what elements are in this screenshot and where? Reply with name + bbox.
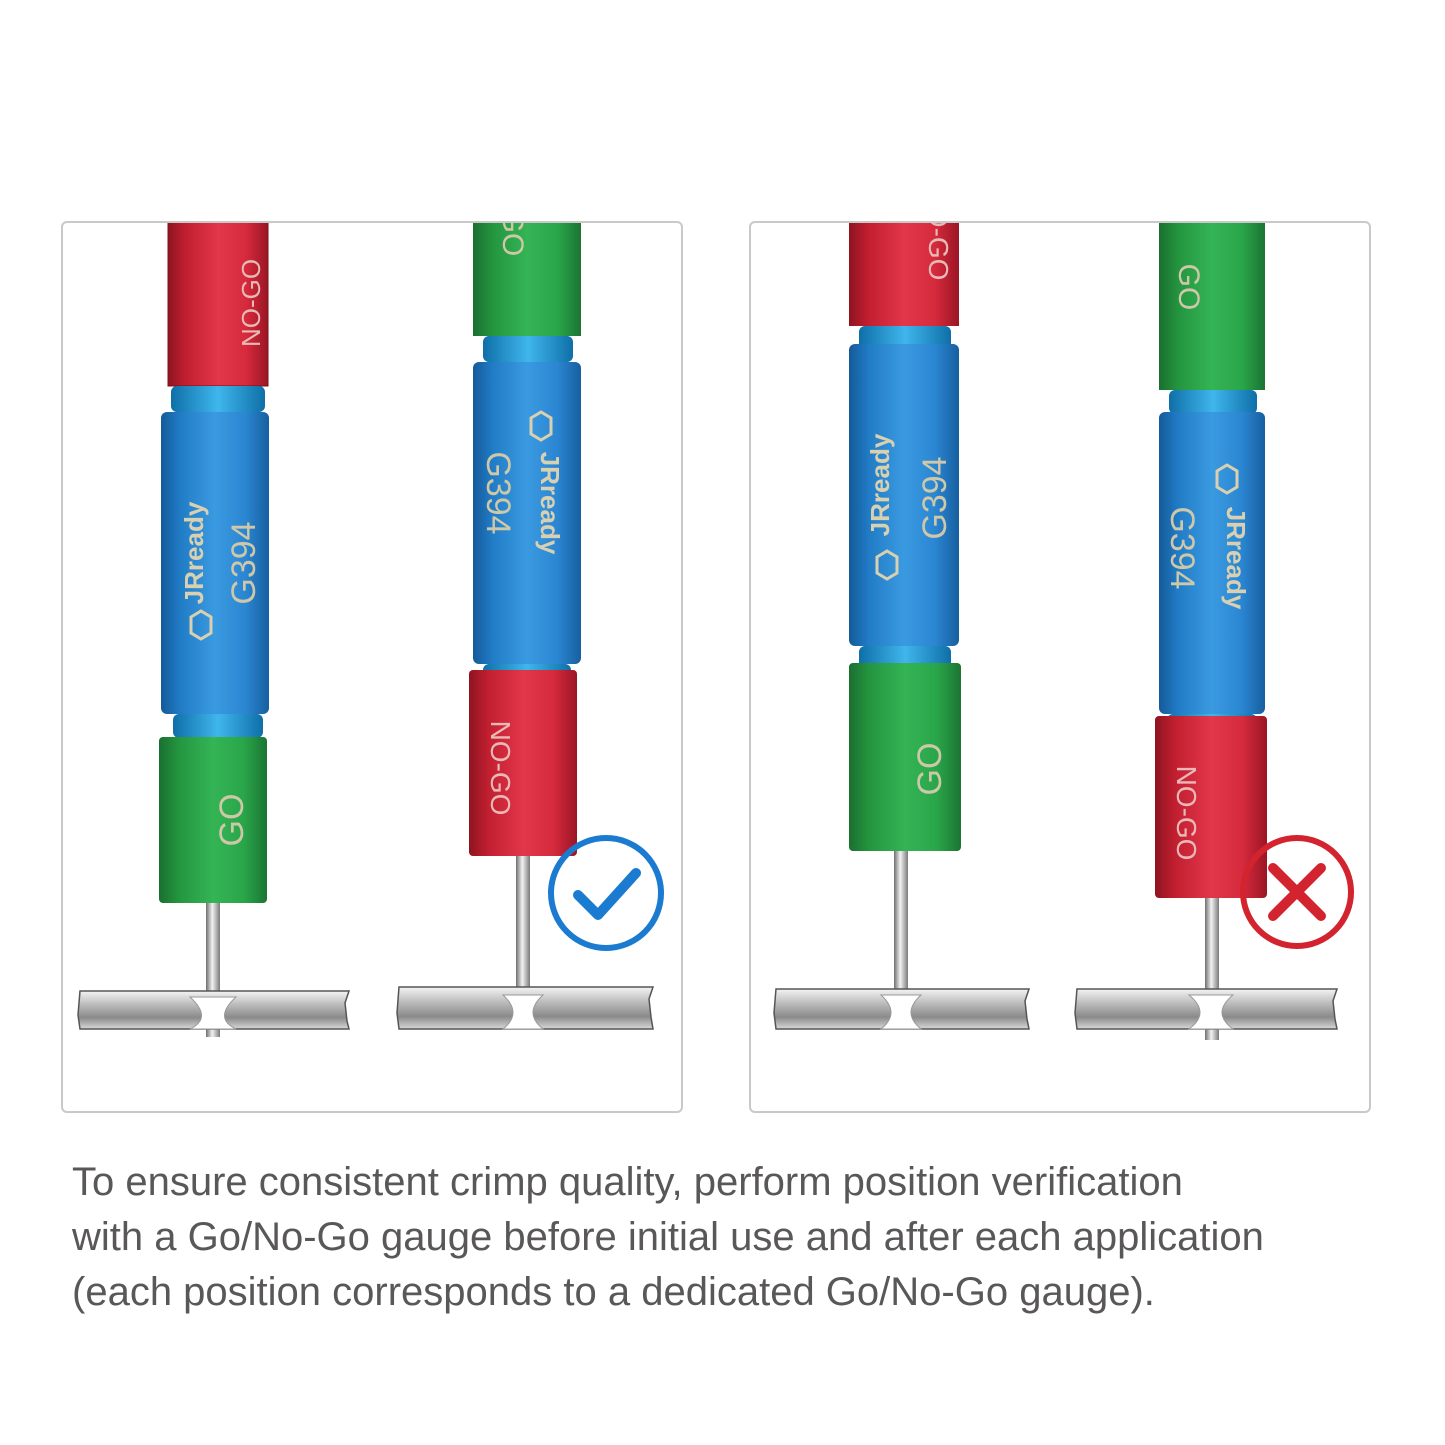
correct-usage-panel: NO-GO G394 JRready GO GO G394 JRready	[61, 221, 683, 1113]
gauge-no-go-enters: GO G394 JRready NO-GO	[1155, 223, 1267, 1040]
no-go-label: NO-GO	[1171, 766, 1202, 861]
terminal-cross-section	[77, 990, 351, 1030]
gauge-go-fits: NO-GO G394 JRready GO	[849, 223, 961, 999]
cross-circle-icon	[1240, 835, 1354, 949]
gauge-pin	[894, 851, 908, 999]
body-handle	[161, 412, 269, 714]
thread	[171, 386, 265, 412]
caption-line: To ensure consistent crimp quality, perf…	[72, 1160, 1183, 1204]
no-go-label: NO-GO	[923, 223, 954, 280]
model-label: G394	[1163, 506, 1201, 589]
model-label: G394	[479, 451, 517, 534]
model-label: G394	[225, 521, 263, 604]
body-handle	[473, 362, 581, 664]
terminal-cross-section	[396, 986, 655, 1030]
thread	[173, 714, 263, 738]
brand-logo-icon	[529, 410, 553, 442]
model-label: G394	[916, 456, 954, 539]
no-go-end	[469, 670, 577, 856]
go-label: GO	[496, 223, 529, 256]
brand-label: JRready	[179, 501, 209, 604]
caption-line: (each position corresponds to a dedicate…	[72, 1270, 1155, 1314]
instruction-caption: To ensure consistent crimp quality, perf…	[72, 1155, 1392, 1320]
terminal-cross-section	[1074, 988, 1339, 1030]
brand-label: JRready	[865, 433, 895, 536]
no-go-label: NO-GO	[485, 721, 516, 816]
brand-label: JRready	[1221, 507, 1251, 610]
incorrect-usage-panel: NO-GO G394 JRready GO GO G394 JRready	[749, 221, 1371, 1113]
no-go-end	[168, 223, 268, 386]
thread	[483, 336, 573, 362]
incorrect-usage-illustration: NO-GO G394 JRready GO GO G394 JRready	[773, 223, 1354, 1040]
brand-logo-icon	[875, 549, 899, 581]
go-end	[159, 737, 267, 903]
gauge-go-fits: NO-GO G394 JRready GO	[159, 223, 269, 1037]
brand-logo-icon	[1215, 463, 1239, 495]
brand-logo-icon	[189, 609, 213, 641]
correct-usage-illustration: NO-GO G394 JRready GO GO G394 JRready	[77, 223, 664, 1037]
gauge-no-go-stops: GO G394 JRready NO-GO	[469, 223, 581, 996]
gauge-pin	[516, 856, 530, 996]
go-end	[473, 223, 581, 336]
caption-line: with a Go/No-Go gauge before initial use…	[72, 1215, 1264, 1259]
go-label: GO	[911, 743, 949, 796]
thread	[1169, 390, 1257, 414]
check-circle-icon	[548, 835, 664, 951]
no-go-end	[1155, 716, 1267, 898]
no-go-end	[849, 223, 959, 326]
terminal-cross-section	[773, 988, 1031, 1030]
go-end	[849, 663, 961, 851]
go-label: GO	[213, 794, 251, 847]
brand-label: JRready	[535, 452, 565, 555]
no-go-label: NO-GO	[236, 259, 266, 347]
go-label: GO	[1172, 264, 1205, 311]
go-end	[1159, 223, 1265, 390]
